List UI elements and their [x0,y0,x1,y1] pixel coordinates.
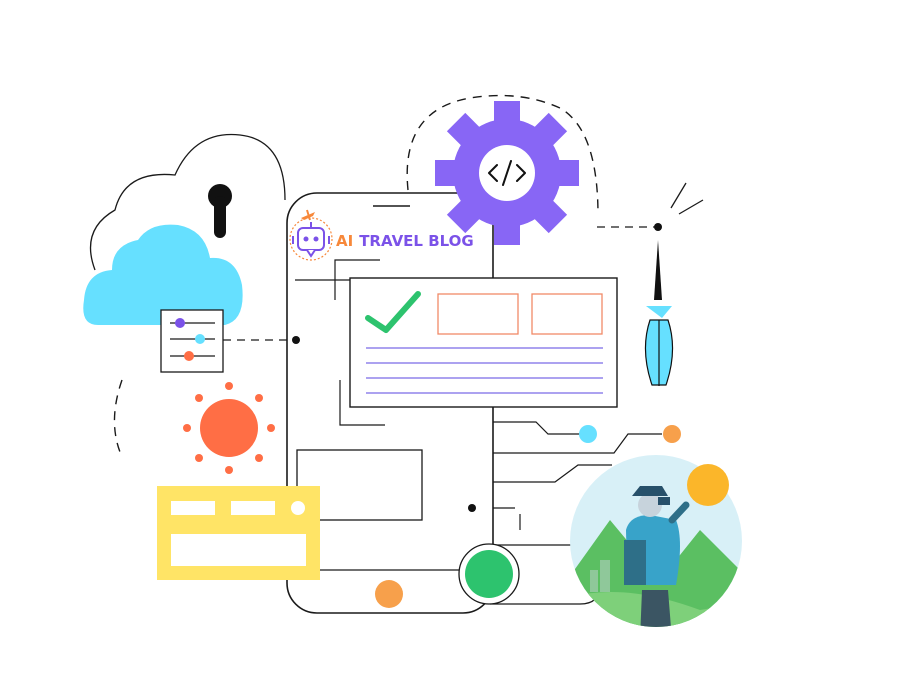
circuit-node [468,504,476,512]
logo-accent-word: AI [336,232,353,250]
robot-mascot-icon [292,222,330,258]
checkmark-icon [365,291,421,333]
logo-text: AI TRAVEL BLOG [336,232,474,250]
cloud-icon [83,224,243,325]
hot-air-balloon-icon [597,182,704,386]
home-button[interactable] [375,580,403,608]
logo-ring [289,217,333,261]
circuit-node-orange [663,425,681,443]
gear-code-icon [435,101,579,245]
card-box-right [531,293,603,335]
logo-name: TRAVEL BLOG [359,232,474,250]
dashed-orbit-left [113,379,123,453]
padlock-keyhole-icon [208,184,232,238]
sun-icon [183,382,275,474]
settings-sliders-icon [160,309,224,373]
logo-badge: AI TRAVEL BLOG [289,209,474,261]
card-box-left [437,293,519,335]
yellow-form-panel [157,486,320,580]
phone-content-block [296,449,423,521]
circuit-node-blue [579,425,597,443]
airplane-icon [301,209,315,221]
traveler-with-binoculars-icon [570,455,742,627]
outline-cloud-icon [89,133,286,271]
connector-node [292,336,300,344]
phone-inner-outline [334,259,385,426]
circuit-lines [493,421,662,530]
checklist-card [349,277,618,408]
